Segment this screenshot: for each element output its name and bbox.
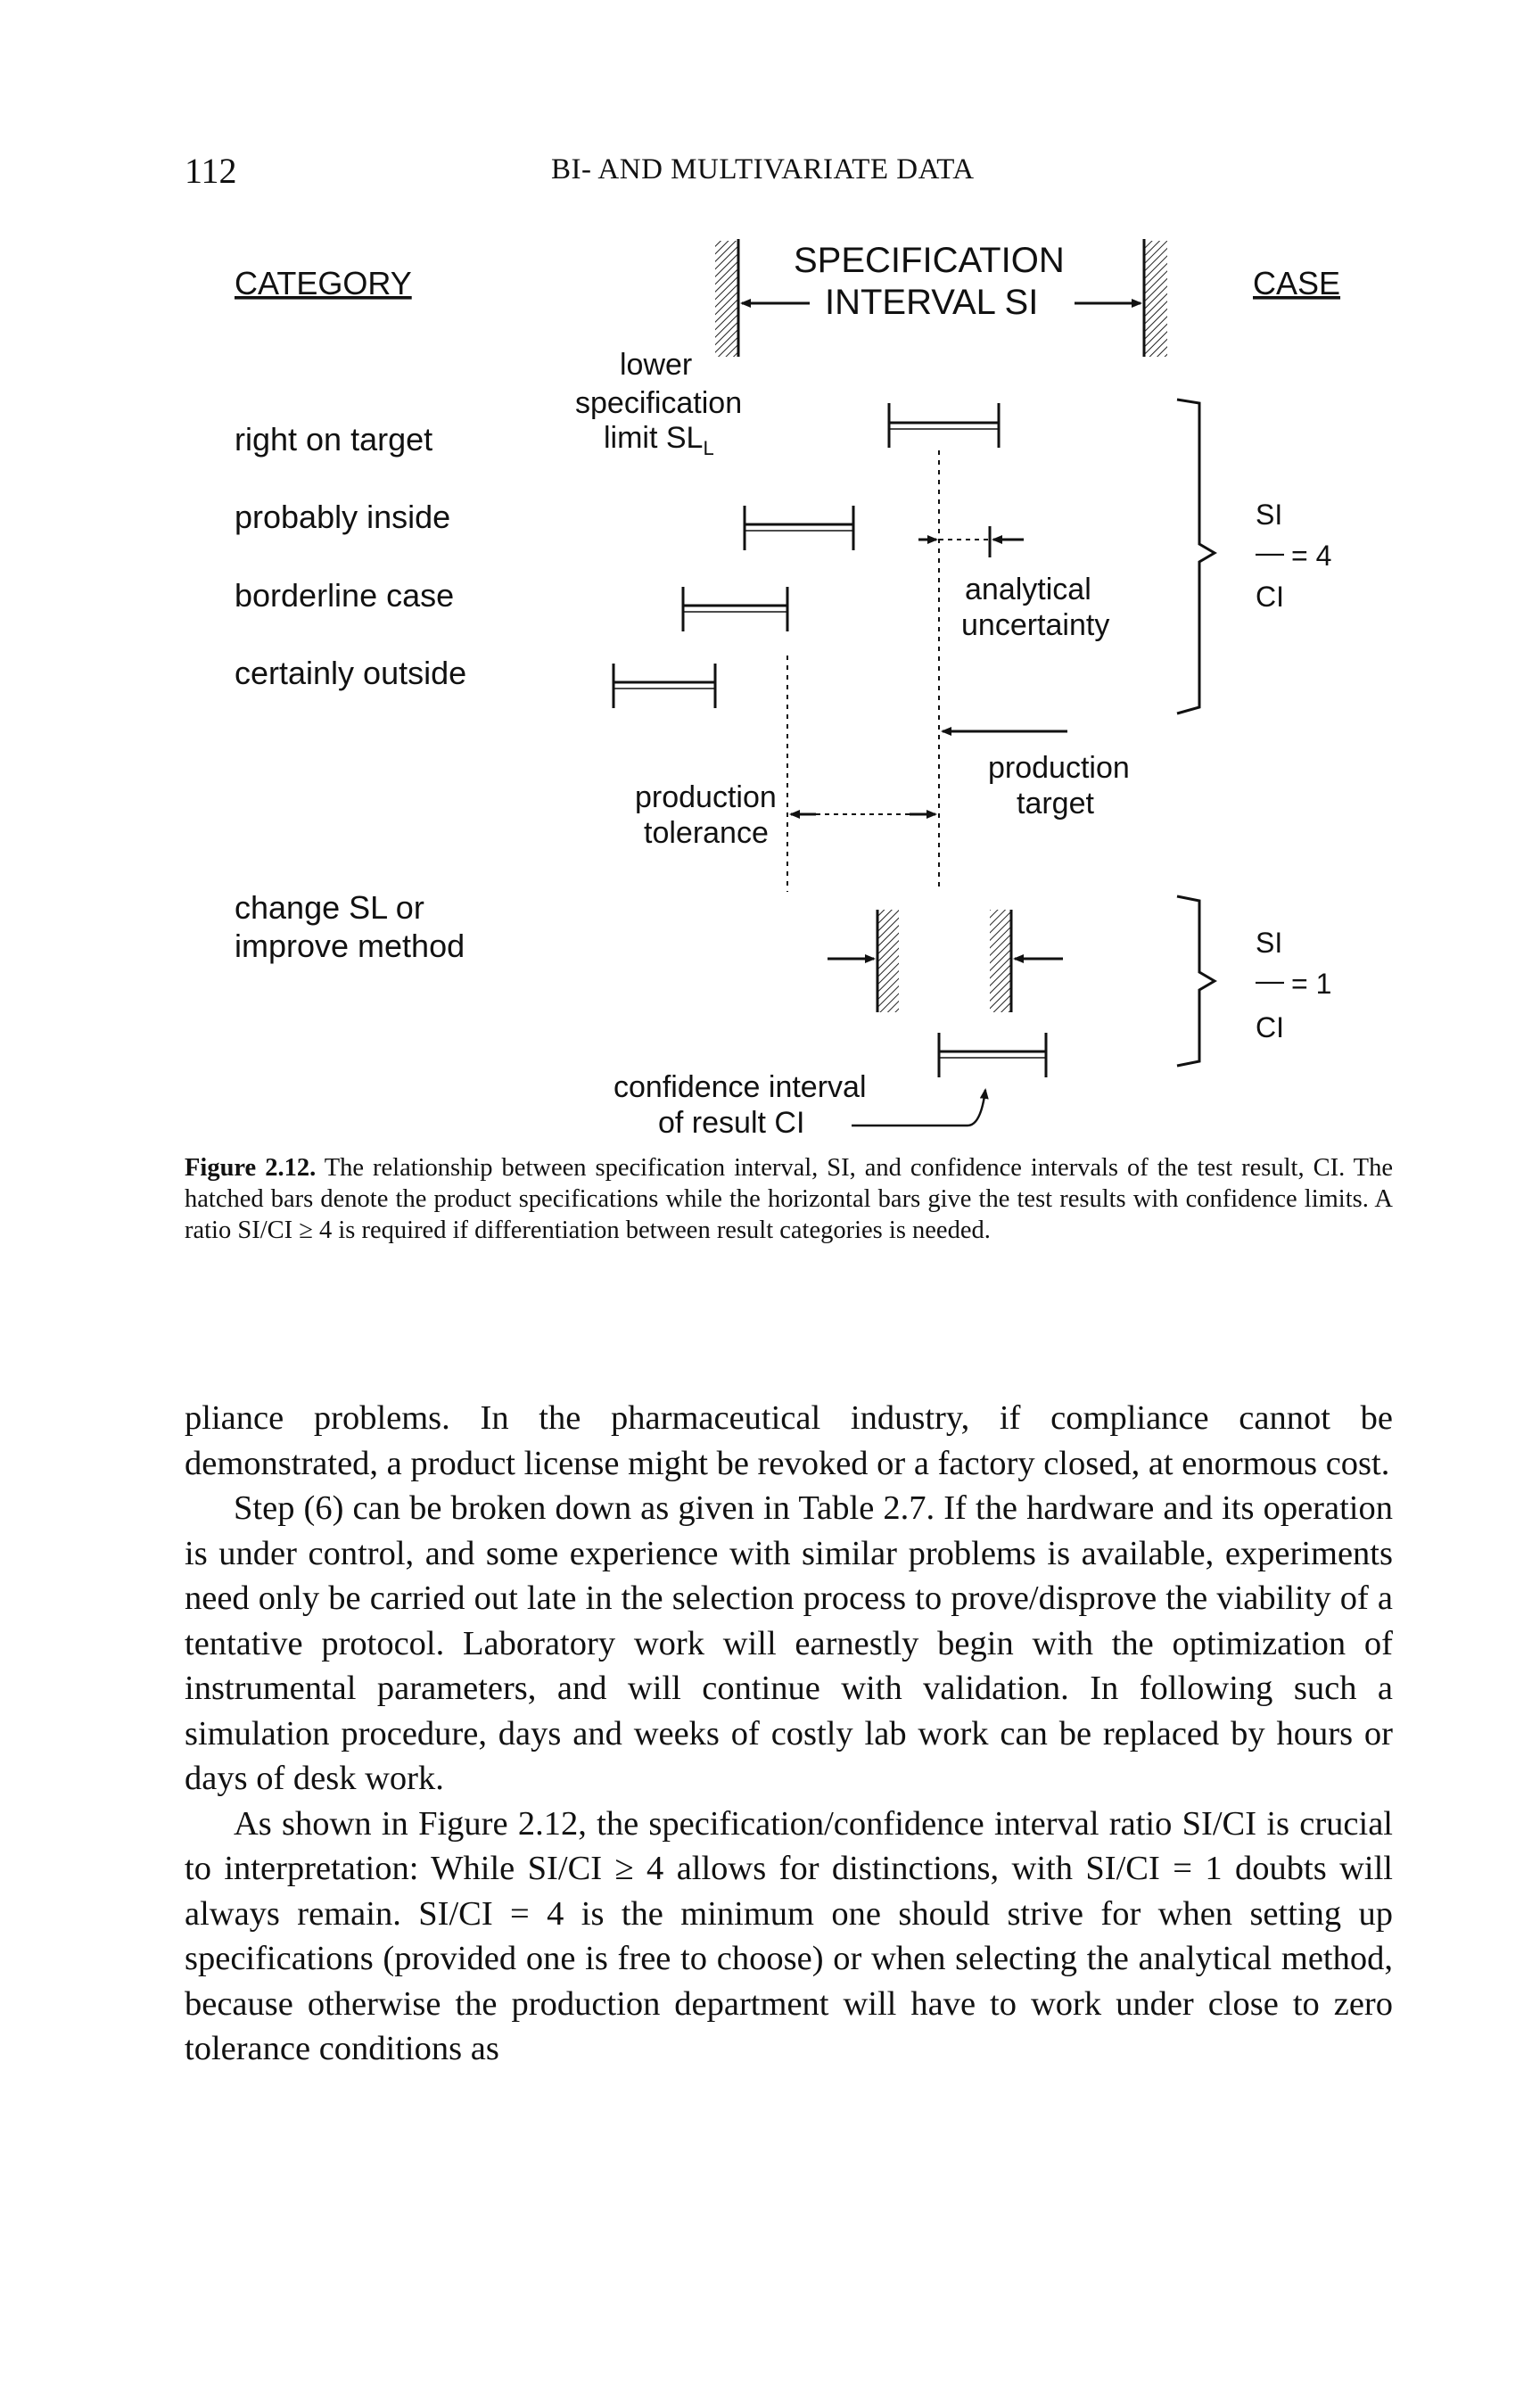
- ratio-top-numerator: SI: [1256, 499, 1282, 531]
- running-title: BI- AND MULTIVARIATE DATA: [551, 153, 975, 186]
- analytical-uncertainty-2: uncertainty: [961, 608, 1109, 642]
- ratio-bottom-dash: —: [1256, 964, 1284, 996]
- analytical-uncertainty-1: analytical: [965, 573, 1091, 606]
- figure-2-12: CATEGORY CASE SPECIFICATION INTERVAL SI …: [235, 239, 1340, 1140]
- upper-spec-hatch: [1144, 241, 1167, 357]
- body-paragraph: Step (6) can be broken down as given in …: [185, 1489, 1393, 1797]
- category-borderline-case: borderline case: [235, 577, 454, 614]
- production-target-2: target: [1017, 787, 1094, 821]
- production-tolerance-2: tolerance: [644, 816, 769, 850]
- ci-bar-certainly-outside: [612, 664, 717, 708]
- ratio-top-denominator: CI: [1256, 581, 1284, 613]
- ratio-bottom-equals: = 1: [1291, 968, 1331, 1000]
- figure-caption: Figure 2.12. The relationship between sp…: [185, 1152, 1393, 1246]
- ci-bar-bottom: [937, 1033, 1048, 1077]
- caption-label: Figure 2.12.: [185, 1154, 317, 1182]
- lower-spec-label-2: specification: [575, 386, 742, 420]
- lower-spec-hatch: [715, 241, 738, 357]
- confidence-interval-2: of result CI: [658, 1106, 804, 1140]
- ci-bar-borderline: [681, 587, 789, 631]
- spec-hatch-bottom-left: [877, 910, 899, 1012]
- production-tolerance-1: production: [635, 780, 777, 814]
- ratio-top-equals: = 4: [1291, 540, 1331, 572]
- category-probably-inside: probably inside: [235, 499, 450, 535]
- change-label-1: change SL or: [235, 889, 424, 926]
- lower-spec-label-1: lower: [620, 348, 692, 382]
- change-label-2: improve method: [235, 928, 465, 964]
- si-title-line2: INTERVAL SI: [825, 283, 1038, 322]
- ratio-bottom-denominator: CI: [1256, 1011, 1284, 1043]
- brace-top: [1176, 398, 1217, 715]
- ci-bar-probably-inside: [743, 506, 855, 550]
- ci-bar-right-on-target: [887, 403, 1001, 448]
- brace-bottom: [1176, 895, 1217, 1068]
- body-text: pliance problems. In the pharmaceutical …: [185, 1396, 1393, 2072]
- category-certainly-outside: certainly outside: [235, 655, 466, 691]
- category-heading: CATEGORY: [235, 265, 412, 301]
- caption-text: The relationship between specification i…: [185, 1154, 1393, 1244]
- confidence-interval-1: confidence interval: [614, 1070, 867, 1104]
- page-number: 112: [185, 151, 237, 191]
- si-title-line1: SPECIFICATION: [794, 241, 1065, 280]
- ratio-bottom-numerator: SI: [1256, 927, 1282, 959]
- body-paragraph: pliance problems. In the pharmaceutical …: [185, 1399, 1393, 1482]
- category-right-on-target: right on target: [235, 421, 432, 458]
- case-heading: CASE: [1253, 265, 1340, 301]
- lower-spec-label-3: limit SLL: [604, 421, 714, 459]
- ci-pointer: [852, 1088, 989, 1127]
- production-target-1: production: [988, 751, 1130, 785]
- body-paragraph: As shown in Figure 2.12, the specificati…: [185, 1804, 1393, 2068]
- spec-hatch-bottom-right: [990, 910, 1011, 1012]
- ratio-top-dash: —: [1256, 536, 1284, 568]
